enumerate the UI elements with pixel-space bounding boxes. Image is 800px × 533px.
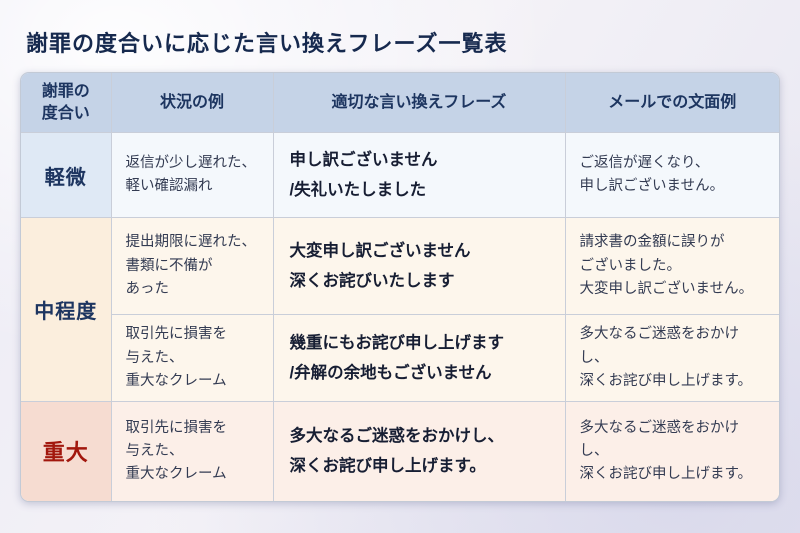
header-situation: 状況の例 xyxy=(111,73,274,134)
table-row-minor: 軽微 返信が少し遅れた、 軽い確認漏れ 申し訳ございません /失礼いたしました … xyxy=(21,132,779,219)
header-phrase: 適切な言い換えフレーズ xyxy=(273,73,566,134)
header-row: 謝罪の 度合い 状況の例 適切な言い換えフレーズ メールでの文面例 xyxy=(21,73,779,134)
level-label-severe: 重大 xyxy=(21,401,112,501)
cell-minor-email: ご返信が遅くなり、 申し訳ございません。 xyxy=(565,132,779,219)
level-label-moderate: 中程度 xyxy=(21,217,112,403)
header-level: 謝罪の 度合い xyxy=(21,73,112,134)
cell-moderate1-situation: 提出期限に遅れた、 書類に不備が あった xyxy=(111,217,274,316)
table-row-severe: 重大 取引先に損害を 与えた、 重大なクレーム 多大なるご迷惑をおかけし、 深く… xyxy=(21,401,779,501)
table-row-moderate-2: 取引先に損害を 与えた、 重大なクレーム 幾重にもお詫び申し上げます /弁解の余… xyxy=(21,314,779,403)
cell-moderate1-email: 請求書の金額に誤りが ございました。 大変申し訳ございません。 xyxy=(565,217,779,316)
cell-moderate2-situation: 取引先に損害を 与えた、 重大なクレーム xyxy=(111,314,274,403)
cell-severe-situation: 取引先に損害を 与えた、 重大なクレーム xyxy=(111,401,274,501)
cell-minor-situation: 返信が少し遅れた、 軽い確認漏れ xyxy=(111,132,274,219)
header-email: メールでの文面例 xyxy=(565,73,779,134)
cell-moderate2-email: 多大なるご迷惑をおかけし、 深くお詫び申し上げます。 xyxy=(565,314,779,403)
apology-table-grid: 謝罪の 度合い 状況の例 適切な言い換えフレーズ メールでの文面例 軽微 返信が… xyxy=(21,73,779,501)
cell-severe-email: 多大なるご迷惑をおかけし、 深くお詫び申し上げます。 xyxy=(565,401,779,501)
level-label-minor: 軽微 xyxy=(21,132,112,219)
page: 謝罪の度合いに応じた言い換えフレーズ一覧表 謝罪の 度合い 状況の例 適切な言い… xyxy=(20,31,780,502)
cell-moderate2-phrase: 幾重にもお詫び申し上げます /弁解の余地もございません xyxy=(273,314,566,403)
page-title: 謝罪の度合いに応じた言い換えフレーズ一覧表 xyxy=(26,31,508,56)
cell-minor-phrase: 申し訳ございません /失礼いたしました xyxy=(273,132,566,219)
apology-table: 謝罪の 度合い 状況の例 適切な言い換えフレーズ メールでの文面例 軽微 返信が… xyxy=(20,72,780,502)
cell-moderate1-phrase: 大変申し訳ございません 深くお詫びいたします xyxy=(273,217,566,316)
cell-severe-phrase: 多大なるご迷惑をおかけし、 深くお詫び申し上げます。 xyxy=(273,401,566,501)
table-row-moderate-1: 中程度 提出期限に遅れた、 書類に不備が あった 大変申し訳ございません 深くお… xyxy=(21,217,779,403)
